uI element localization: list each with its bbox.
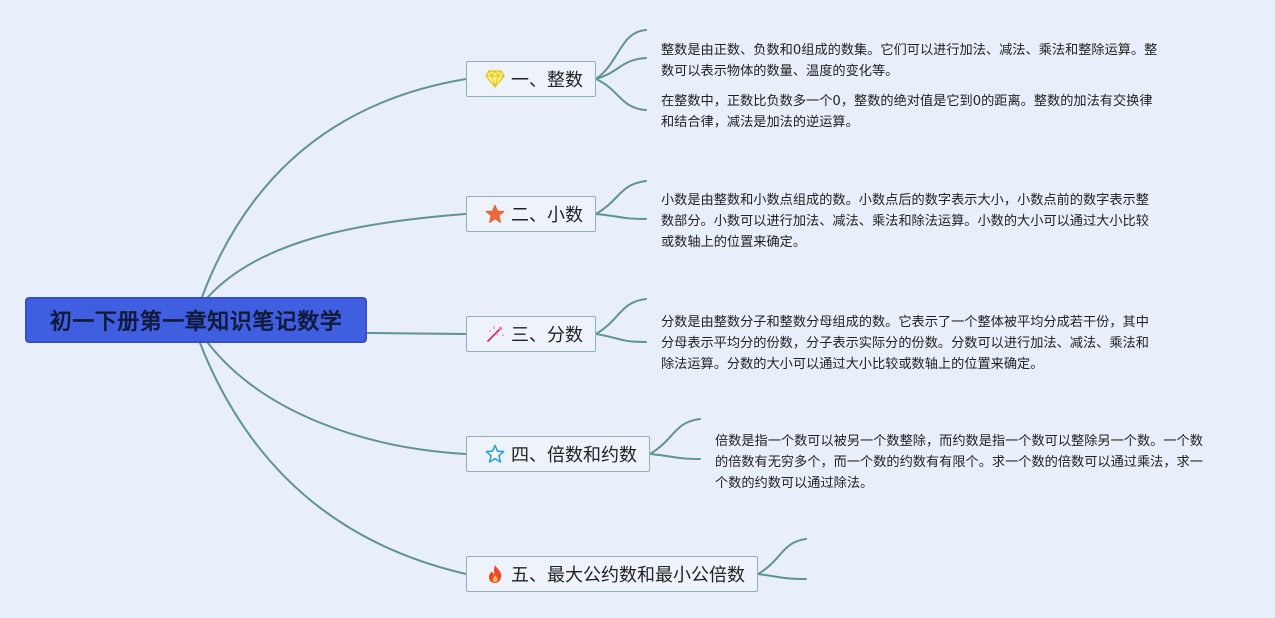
- connector-topic-5-stub-1: [757, 538, 807, 575]
- topic-gcd-lcm[interactable]: 五、最大公约数和最小公倍数: [466, 556, 758, 592]
- note-decimals-1: 小数是由整数和小数点组成的数。小数点后的数字表示大小，小数点前的数字表示整数部分…: [661, 193, 1149, 250]
- connector-topic-3-note-1: [595, 298, 647, 335]
- connector-root-topic-1: [201, 78, 467, 298]
- star-outline-icon: [485, 444, 505, 464]
- note-integers-1: 整数是由正数、负数和0组成的数集。它们可以进行加法、减法、乘法和整除运算。整数可…: [661, 43, 1158, 79]
- gem-icon: [485, 69, 505, 89]
- note-multiples-divisors-1: 倍数是指一个数可以被另一个数整除，而约数是指一个数可以整除另一个数。一个数的倍数…: [715, 434, 1203, 491]
- root-topic-label: 初一下册第一章知识笔记数学: [49, 310, 343, 335]
- note-integers-2: 在整数中，正数比负数多一个0，整数的绝对值是它到0的距离。整数的加法有交换律和结…: [661, 94, 1153, 130]
- connector-topic-4-note-1b: [649, 453, 701, 460]
- connector-root-topic-2: [207, 213, 467, 298]
- topic-fractions[interactable]: 三、分数: [466, 316, 596, 352]
- connector-topic-2-note-1: [595, 180, 647, 215]
- sparkle-icon: [485, 324, 505, 344]
- topic-label: 三、分数: [511, 325, 583, 346]
- connector-root-topic-3: [366, 332, 467, 335]
- topic-multiples-divisors[interactable]: 四、倍数和约数: [466, 436, 650, 472]
- topic-label: 二、小数: [511, 205, 583, 226]
- connector-topic-5-stub-2: [757, 573, 807, 580]
- connector-topic-2-note-1b: [595, 213, 647, 220]
- fire-icon: [485, 564, 505, 584]
- star-filled-icon: [485, 204, 505, 224]
- topic-label: 四、倍数和约数: [511, 445, 637, 466]
- connector-topic-4-note-1: [649, 418, 701, 455]
- connector-topic-1-note-1b: [595, 57, 647, 80]
- topic-label: 一、整数: [511, 70, 583, 91]
- topic-decimals[interactable]: 二、小数: [466, 196, 596, 232]
- connector-topic-1-note-1: [595, 29, 647, 80]
- root-topic[interactable]: 初一下册第一章知识笔记数学: [25, 297, 367, 343]
- connector-root-topic-5: [199, 342, 467, 575]
- connector-topic-1-note-2: [595, 78, 647, 111]
- topic-integers[interactable]: 一、整数: [466, 61, 596, 97]
- topic-label: 五、最大公约数和最小公倍数: [511, 565, 745, 586]
- note-fractions-1: 分数是由整数分子和整数分母组成的数。它表示了一个整体被平均分成若干份，其中分母表…: [661, 315, 1149, 372]
- connector-topic-3-note-1b: [595, 333, 647, 343]
- connector-root-topic-4: [207, 342, 467, 455]
